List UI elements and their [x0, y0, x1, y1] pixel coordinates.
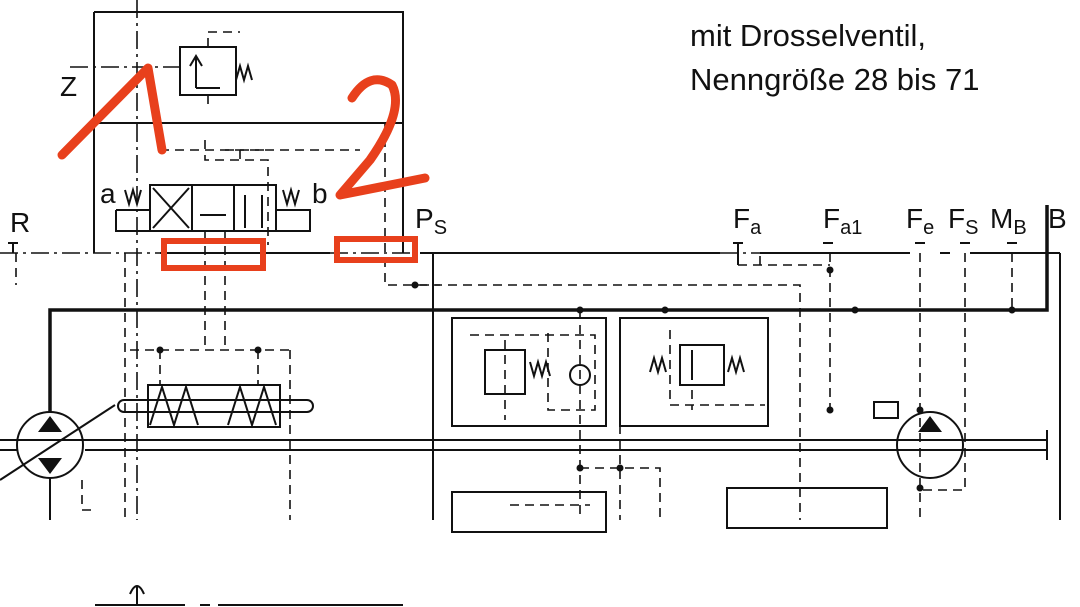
- port-mb-label: MB: [990, 203, 1027, 239]
- caption-line-1: mit Drosselventil,: [690, 18, 926, 53]
- annotation-mark-1: [57, 63, 167, 160]
- red-annotations: [57, 63, 430, 271]
- junction-dots: [156, 266, 1016, 492]
- pump-left: [0, 404, 116, 481]
- spring-cylinder: [117, 349, 314, 429]
- port-z-label: Z: [60, 71, 77, 102]
- port-fs-label: FS: [948, 203, 978, 239]
- main-lines: [0, 205, 1061, 520]
- port-fe-label: Fe: [906, 203, 934, 239]
- bottom-fragment: [95, 585, 403, 606]
- port-fa-label: Fa: [733, 203, 762, 239]
- highlight-box-1: [161, 238, 266, 271]
- highlight-box-2: [334, 236, 418, 263]
- valve-boxes: [451, 317, 899, 533]
- caption-line-2: Nenngröße 28 bis 71: [690, 62, 980, 97]
- caption: mit Drosselventil, Nenngröße 28 bis 71: [690, 14, 980, 102]
- pump-right: [896, 411, 964, 479]
- port-fa1-label: Fa1: [823, 203, 862, 239]
- port-ps-label: PS: [415, 203, 447, 239]
- port-r-label: R: [10, 207, 30, 238]
- control-block: [70, 0, 801, 520]
- port-a-label: a: [100, 178, 116, 209]
- port-b-main-label: B: [1048, 203, 1067, 234]
- port-b-label: b: [312, 178, 328, 209]
- port-ticks: [8, 242, 1017, 265]
- annotation-mark-2: [335, 75, 430, 200]
